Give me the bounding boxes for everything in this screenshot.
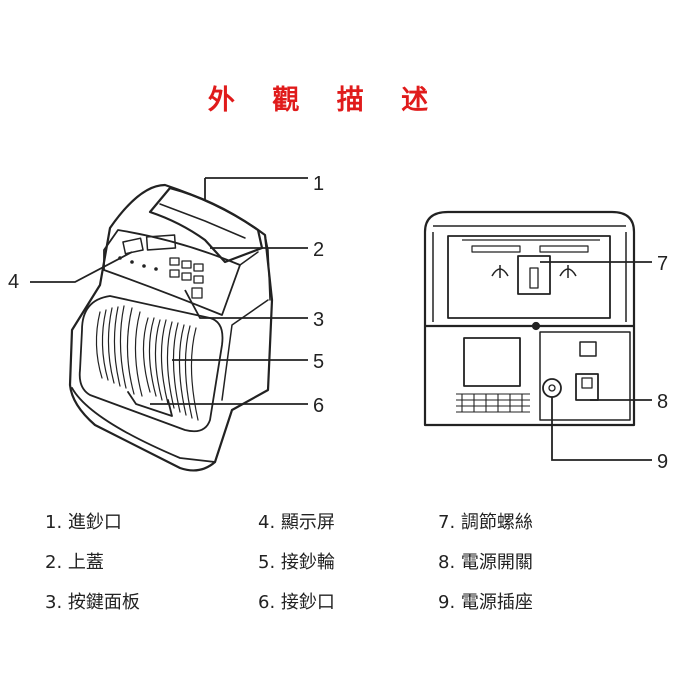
leader-1 bbox=[204, 177, 308, 200]
legend-item-2: 2. 上蓋 bbox=[45, 552, 104, 573]
back-view bbox=[423, 210, 636, 427]
top-cover bbox=[148, 186, 264, 264]
back-body-outline bbox=[423, 210, 636, 427]
leader-3 bbox=[184, 289, 308, 319]
callout-2: 2 bbox=[313, 239, 324, 261]
legend-item-3: 3. 按鍵面板 bbox=[45, 592, 140, 613]
control-panel bbox=[103, 229, 241, 316]
callout-4: 4 bbox=[8, 271, 19, 293]
page-title: 外 觀 描 述 bbox=[207, 85, 443, 116]
callout-5: 5 bbox=[313, 351, 324, 373]
leader-lines bbox=[30, 177, 652, 461]
back-left-recess bbox=[463, 337, 521, 387]
leader-9 bbox=[551, 397, 652, 461]
callout-9: 9 bbox=[657, 451, 668, 473]
adjustment-screw-slot bbox=[517, 255, 551, 295]
callout-3: 3 bbox=[313, 309, 324, 331]
power-socket bbox=[542, 378, 562, 398]
callout-1: 1 bbox=[313, 173, 324, 195]
front-body-outline bbox=[68, 183, 274, 472]
front-view bbox=[68, 183, 274, 472]
display-window-2 bbox=[145, 234, 177, 251]
stacker-tray bbox=[78, 295, 224, 433]
legend-item-8: 8. 電源開關 bbox=[438, 552, 533, 573]
vent-grille bbox=[456, 393, 530, 413]
power-switch bbox=[575, 373, 599, 401]
leader-4 bbox=[30, 251, 133, 283]
legend-item-9: 9. 電源插座 bbox=[438, 592, 533, 613]
back-upper-panel bbox=[447, 235, 611, 319]
legend-item-1: 1. 進鈔口 bbox=[45, 512, 122, 533]
indicator-square bbox=[579, 341, 597, 357]
callout-6: 6 bbox=[313, 395, 324, 417]
legend-item-4: 4. 顯示屏 bbox=[258, 512, 335, 533]
callout-7: 7 bbox=[657, 253, 668, 275]
legend-item-6: 6. 接鈔口 bbox=[258, 592, 335, 613]
legend-item-5: 5. 接鈔輪 bbox=[258, 552, 335, 573]
legend-item-7: 7. 調節螺絲 bbox=[438, 512, 533, 533]
stacker-wheels bbox=[95, 305, 199, 421]
display-window-1 bbox=[122, 237, 144, 255]
bill-outlet bbox=[127, 391, 173, 417]
callout-8: 8 bbox=[657, 391, 668, 413]
